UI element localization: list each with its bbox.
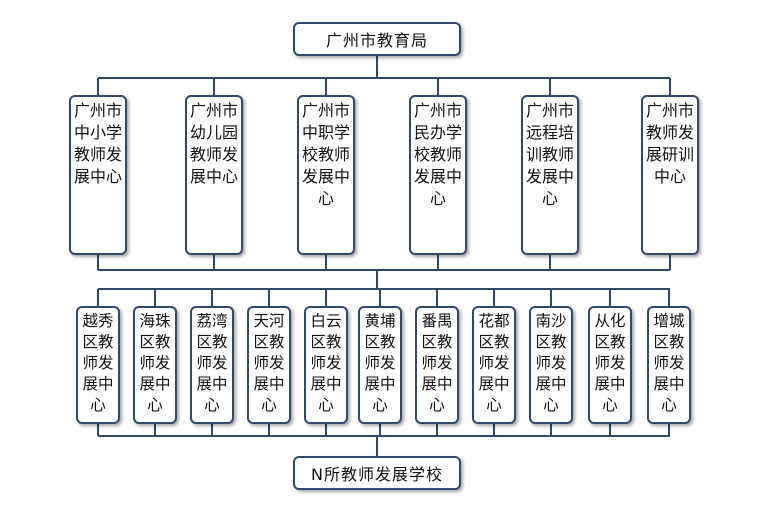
district-center-node: 海珠区教师发展中心	[133, 306, 177, 424]
district-center-node: 越秀区教师发展中心	[76, 306, 120, 424]
district-center-node: 荔湾区教师发展中心	[190, 306, 234, 424]
district-center-label: 越秀区教师发展中心	[82, 312, 114, 414]
district-center-label: 花都区教师发展中心	[478, 312, 510, 414]
city-center-label: 广州市中职学校教师发展中心	[301, 101, 350, 208]
root-node-label: 广州市教育局	[325, 31, 428, 50]
district-center-label: 从化区教师发展中心	[594, 312, 626, 414]
city-center-label: 广州市幼儿园教师发展中心	[189, 101, 238, 186]
city-center-node: 广州市中职学校教师发展中心	[297, 95, 355, 255]
district-center-label: 白云区教师发展中心	[310, 312, 342, 414]
district-center-label: 番禺区教师发展中心	[421, 312, 453, 414]
city-center-node: 广州市中小学教师发展中心	[69, 95, 127, 255]
city-center-node: 广州市民办学校教师发展中心	[409, 95, 467, 255]
schools-node-label: N所教师发展学校	[311, 465, 443, 484]
district-center-label: 天河区教师发展中心	[253, 312, 285, 414]
district-center-node: 白云区教师发展中心	[304, 306, 348, 424]
district-center-node: 天河区教师发展中心	[247, 306, 291, 424]
district-center-node: 花都区教师发展中心	[472, 306, 516, 424]
city-center-node: 广州市幼儿园教师发展中心	[185, 95, 243, 255]
district-center-label: 荔湾区教师发展中心	[196, 312, 228, 414]
district-center-node: 从化区教师发展中心	[588, 306, 632, 424]
district-center-node: 番禺区教师发展中心	[415, 306, 459, 424]
city-center-label: 广州市民办学校教师发展中心	[413, 101, 462, 208]
district-center-node: 黄埔区教师发展中心	[358, 306, 402, 424]
district-center-label: 南沙区教师发展中心	[535, 312, 567, 414]
district-center-label: 海珠区教师发展中心	[139, 312, 171, 414]
city-center-label: 广州市教师发展研训中心	[645, 101, 694, 186]
city-center-node: 广州市远程培训教师发展中心	[521, 95, 579, 255]
schools-node-box: N所教师发展学校	[293, 456, 461, 490]
city-center-label: 广州市远程培训教师发展中心	[525, 101, 574, 208]
district-center-node: 南沙区教师发展中心	[529, 306, 573, 424]
root-node-box: 广州市教育局	[293, 22, 461, 56]
city-center-node: 广州市教师发展研训中心	[641, 95, 699, 255]
city-center-label: 广州市中小学教师发展中心	[73, 101, 122, 186]
district-center-node: 增城区教师发展中心	[647, 306, 691, 424]
district-center-label: 增城区教师发展中心	[653, 312, 685, 414]
district-center-label: 黄埔区教师发展中心	[364, 312, 396, 414]
